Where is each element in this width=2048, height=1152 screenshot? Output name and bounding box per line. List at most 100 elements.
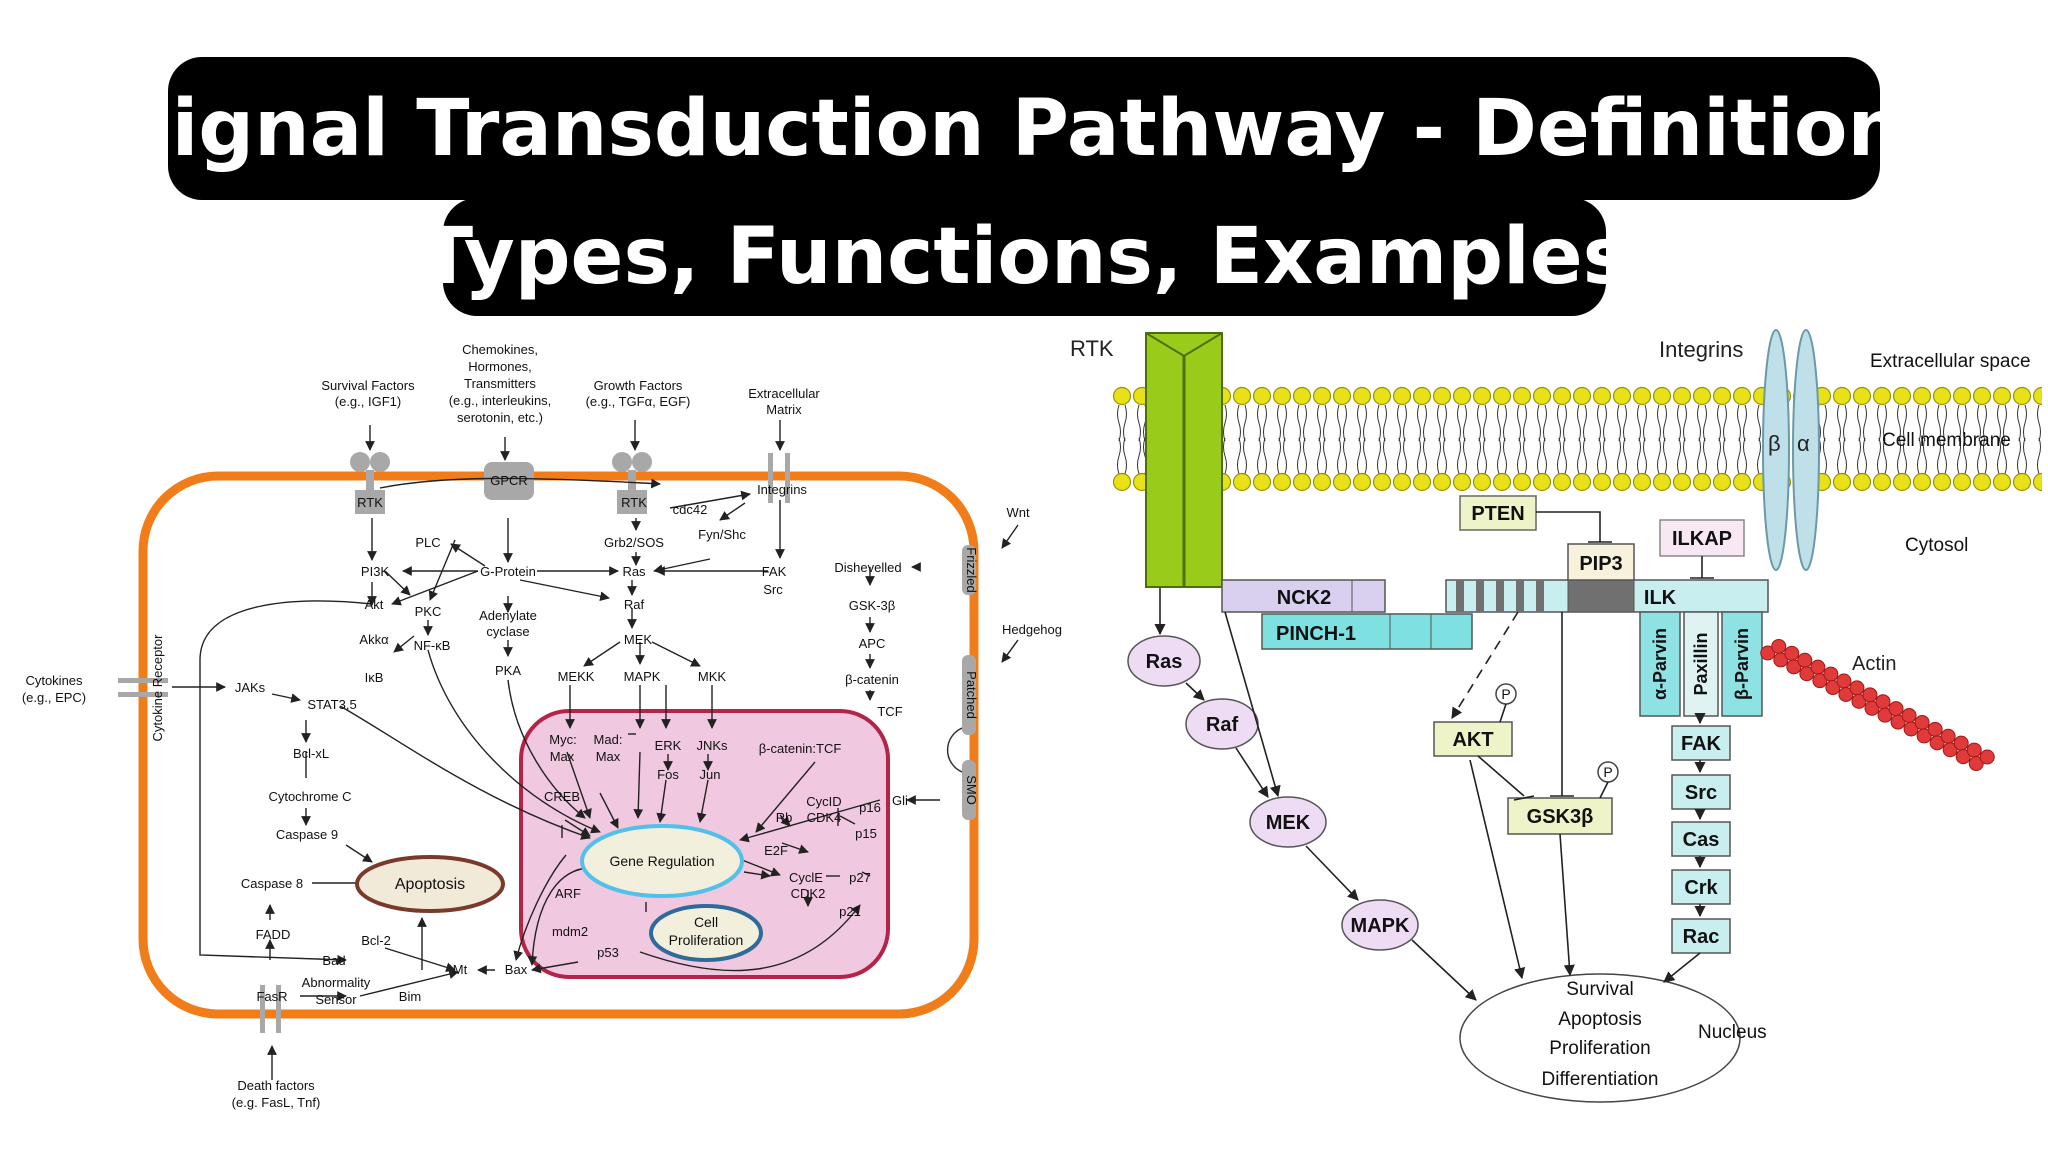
actin-bead <box>1903 721 1919 737</box>
abn-label-1: Abnormality <box>302 975 371 990</box>
fynshc-label: Fyn/Shc <box>698 527 746 542</box>
ras-label: Ras <box>622 564 646 579</box>
actin-bead <box>1929 735 1945 751</box>
tcf-label: TCF <box>877 704 902 719</box>
bim-label: Bim <box>399 989 421 1004</box>
erk-label: ERK <box>655 738 682 753</box>
beta-label: β <box>1768 431 1781 456</box>
gpcr-box <box>484 462 534 500</box>
title-line2: Types, Functions, Examples <box>419 212 1630 302</box>
cell-prolif-label-2: Proliferation <box>669 932 744 948</box>
pten-box <box>1459 495 1537 531</box>
patched-label: Patched <box>964 671 979 719</box>
casp8-label: Caspase 8 <box>241 876 303 891</box>
outcome-apoptosis: Apoptosis <box>1558 1009 1641 1030</box>
death-label-1: Death factors <box>237 1078 315 1093</box>
fos-label: Fos <box>657 767 679 782</box>
ikb-label: IκB <box>365 670 384 685</box>
bax-label: Bax <box>505 962 528 977</box>
src-right-label: Src <box>1685 782 1717 804</box>
nfkb-label: NF-κB <box>414 638 451 653</box>
rac-right-label: Rac <box>1683 926 1720 948</box>
growth-label-2: (e.g., TGFα, EGF) <box>586 394 691 409</box>
actin-bead <box>1851 693 1867 709</box>
nck2-box <box>1221 579 1386 613</box>
nucleus-label: Nucleus <box>1698 1022 1767 1043</box>
actin-bead <box>1825 680 1841 696</box>
bcl2-label: Bcl-2 <box>361 933 391 948</box>
cytokine-receptor-label: Cytokine Receptor <box>150 634 165 742</box>
cdk4-label: CDK4 <box>807 810 842 825</box>
mad-label: Mad: <box>594 732 623 747</box>
left-pathway-diagram: Survival Factors (e.g., IGF1) Chemokines… <box>22 342 1062 1110</box>
rac-box <box>1671 918 1731 954</box>
gene-regulation-node <box>580 824 744 898</box>
jun-label: Jun <box>700 767 721 782</box>
ras-right-label: Ras <box>1146 651 1183 673</box>
actin-bead <box>1927 721 1943 737</box>
chemokines-label-4: (e.g., interleukins, <box>449 393 552 408</box>
b-parvin-label: β-Parvin <box>1732 628 1752 700</box>
wnt-label: Wnt <box>1006 505 1030 520</box>
actin-bead <box>1966 742 1982 758</box>
src-label: Src <box>763 582 783 597</box>
actin-bead <box>1942 742 1958 758</box>
actin-bead <box>1864 700 1880 716</box>
actin-bead <box>1979 749 1995 765</box>
rtk-right-box <box>617 490 647 514</box>
frizzled-shape <box>962 545 976 595</box>
actin-bead <box>1760 645 1776 661</box>
a-parvin-label: α-Parvin <box>1650 628 1670 700</box>
actin-bead <box>1771 638 1787 654</box>
mkk-label: MKK <box>698 669 727 684</box>
apoptosis-label: Apoptosis <box>395 876 465 893</box>
death-label-2: (e.g. FasL, Tnf) <box>232 1095 321 1110</box>
actin-bead <box>1914 714 1930 730</box>
mt-label: Mt <box>453 962 468 977</box>
alpha-label: α <box>1797 431 1810 456</box>
integrin-alpha <box>1792 329 1820 571</box>
integrin-beta <box>1762 329 1790 571</box>
integrins-label: Integrins <box>757 482 807 497</box>
bclxl-label: Bcl-xL <box>293 746 329 761</box>
casp9-label: Caspase 9 <box>276 827 338 842</box>
plc-label: PLC <box>415 535 440 550</box>
max2-label: Max <box>596 749 621 764</box>
gsk3b-box <box>1507 797 1613 835</box>
mek-node <box>1249 796 1327 848</box>
fak-box <box>1671 725 1731 761</box>
pkc-label: PKC <box>415 604 442 619</box>
nck2-label: NCK2 <box>1277 587 1331 609</box>
left-inhibition-lines <box>305 733 871 912</box>
chemokines-label-2: Hormones, <box>468 359 532 374</box>
paxillin-label: Paxillin <box>1691 632 1711 695</box>
left-labels: Survival Factors (e.g., IGF1) Chemokines… <box>22 342 1062 1110</box>
actin-bead <box>1773 652 1789 668</box>
mapk-right-label: MAPK <box>1351 915 1410 937</box>
actin-bead <box>1784 645 1800 661</box>
phospho-akt-label: P <box>1501 686 1510 702</box>
gsk-left-label: GSK-3β <box>849 598 896 613</box>
gpcr-label: GPCR <box>490 473 528 488</box>
actin-bead <box>1968 756 1984 772</box>
raf-right-label: Raf <box>1206 714 1239 736</box>
gprotein-label: G-Protein <box>480 564 536 579</box>
actin-bead <box>1812 673 1828 689</box>
rtk-right-label: RTK <box>1070 336 1114 361</box>
actin-bead <box>1940 728 1956 744</box>
bcat-label: β-catenin <box>845 672 899 687</box>
outcome-survival: Survival <box>1566 979 1634 1000</box>
membrane-label: Cell membrane <box>1882 430 2011 451</box>
gsk3b-right-label: GSK3β <box>1527 806 1594 828</box>
frizzled-label: Frizzled <box>964 547 979 593</box>
actin-bead <box>1838 686 1854 702</box>
cdk2-label: CDK2 <box>791 886 826 901</box>
right-pathway-diagram: RTK Integrins Extracellular space Cell m… <box>1070 329 2042 1103</box>
actin-bead <box>1849 680 1865 696</box>
chemokines-label-1: Chemokines, <box>462 342 538 357</box>
cdc42-label: cdc42 <box>673 502 708 517</box>
actin-bead <box>1953 735 1969 751</box>
p27-label: p27 <box>849 870 871 885</box>
b-parvin-box <box>1721 611 1763 717</box>
